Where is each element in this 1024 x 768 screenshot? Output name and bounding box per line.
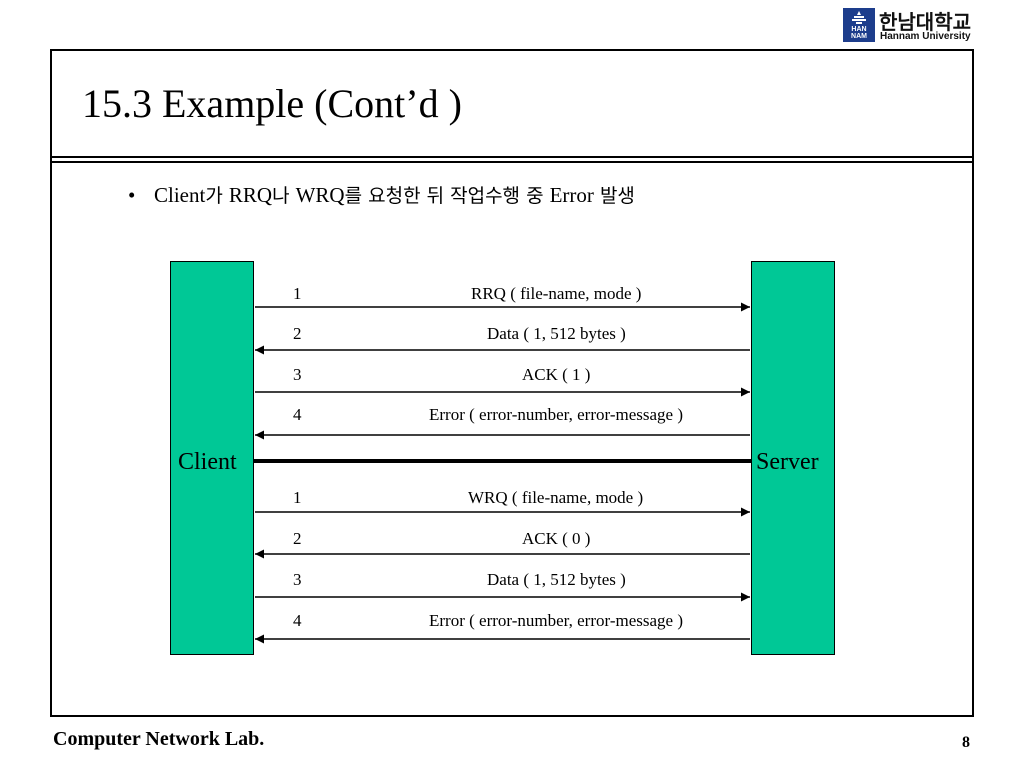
message-number: 2 bbox=[293, 529, 302, 548]
page-number: 8 bbox=[962, 734, 970, 751]
bullet-part: Error bbox=[549, 183, 594, 207]
message-text: Data ( 1, 512 bytes ) bbox=[487, 570, 626, 589]
bullet-part: Client bbox=[154, 183, 206, 207]
message-text: WRQ ( file-name, mode ) bbox=[468, 488, 644, 507]
emblem-icon bbox=[852, 11, 866, 24]
bullet-part: 발생 bbox=[593, 185, 635, 207]
client-box bbox=[170, 261, 254, 655]
bullet-part: RRQ bbox=[228, 183, 273, 207]
logo-mark-text-line1: HAN bbox=[851, 26, 867, 33]
bullet-part: WRQ bbox=[295, 183, 345, 207]
logo-mark-text-line2: NAM bbox=[851, 33, 867, 40]
message-number: 3 bbox=[293, 365, 302, 384]
footer-lab-name: Computer Network Lab. bbox=[53, 728, 265, 750]
bullet-part: 를 요청한 뒤 작업수행 중 bbox=[344, 185, 550, 207]
logo-english-name: Hannam University bbox=[880, 31, 971, 42]
message-number: 4 bbox=[293, 611, 302, 630]
message-number: 2 bbox=[293, 324, 302, 343]
slide-title: 15.3 Example (Cont’d ) bbox=[82, 81, 462, 126]
slide-frame bbox=[50, 49, 974, 717]
logo-korean-name: 한남대학교 bbox=[879, 10, 971, 34]
message-number: 4 bbox=[293, 405, 302, 424]
message-number: 1 bbox=[293, 284, 302, 303]
bullet-symbol: • bbox=[128, 183, 136, 207]
client-label: Client bbox=[178, 449, 237, 475]
message-text: Data ( 1, 512 bytes ) bbox=[487, 324, 626, 343]
server-box bbox=[751, 261, 835, 655]
logo-mark: HAN NAM bbox=[843, 8, 875, 42]
message-number: 1 bbox=[293, 488, 302, 507]
message-number: 3 bbox=[293, 570, 302, 589]
message-text: Error ( error-number, error-message ) bbox=[429, 405, 683, 424]
message-text: ACK ( 1 ) bbox=[522, 365, 591, 384]
bullet-text: Client가 RRQ나 WRQ를 요청한 뒤 작업수행 중 Error 발생 bbox=[154, 181, 635, 210]
message-text: Error ( error-number, error-message ) bbox=[429, 611, 683, 630]
message-text: ACK ( 0 ) bbox=[522, 529, 591, 548]
server-label: Server bbox=[756, 449, 819, 475]
bullet-part: 가 bbox=[205, 185, 229, 207]
title-divider-bottom bbox=[52, 161, 972, 163]
bullet-part: 나 bbox=[272, 185, 296, 207]
message-text: RRQ ( file-name, mode ) bbox=[471, 284, 642, 303]
university-logo: HAN NAM 한남대학교 Hannam University bbox=[843, 8, 983, 44]
title-divider-top bbox=[52, 156, 972, 158]
